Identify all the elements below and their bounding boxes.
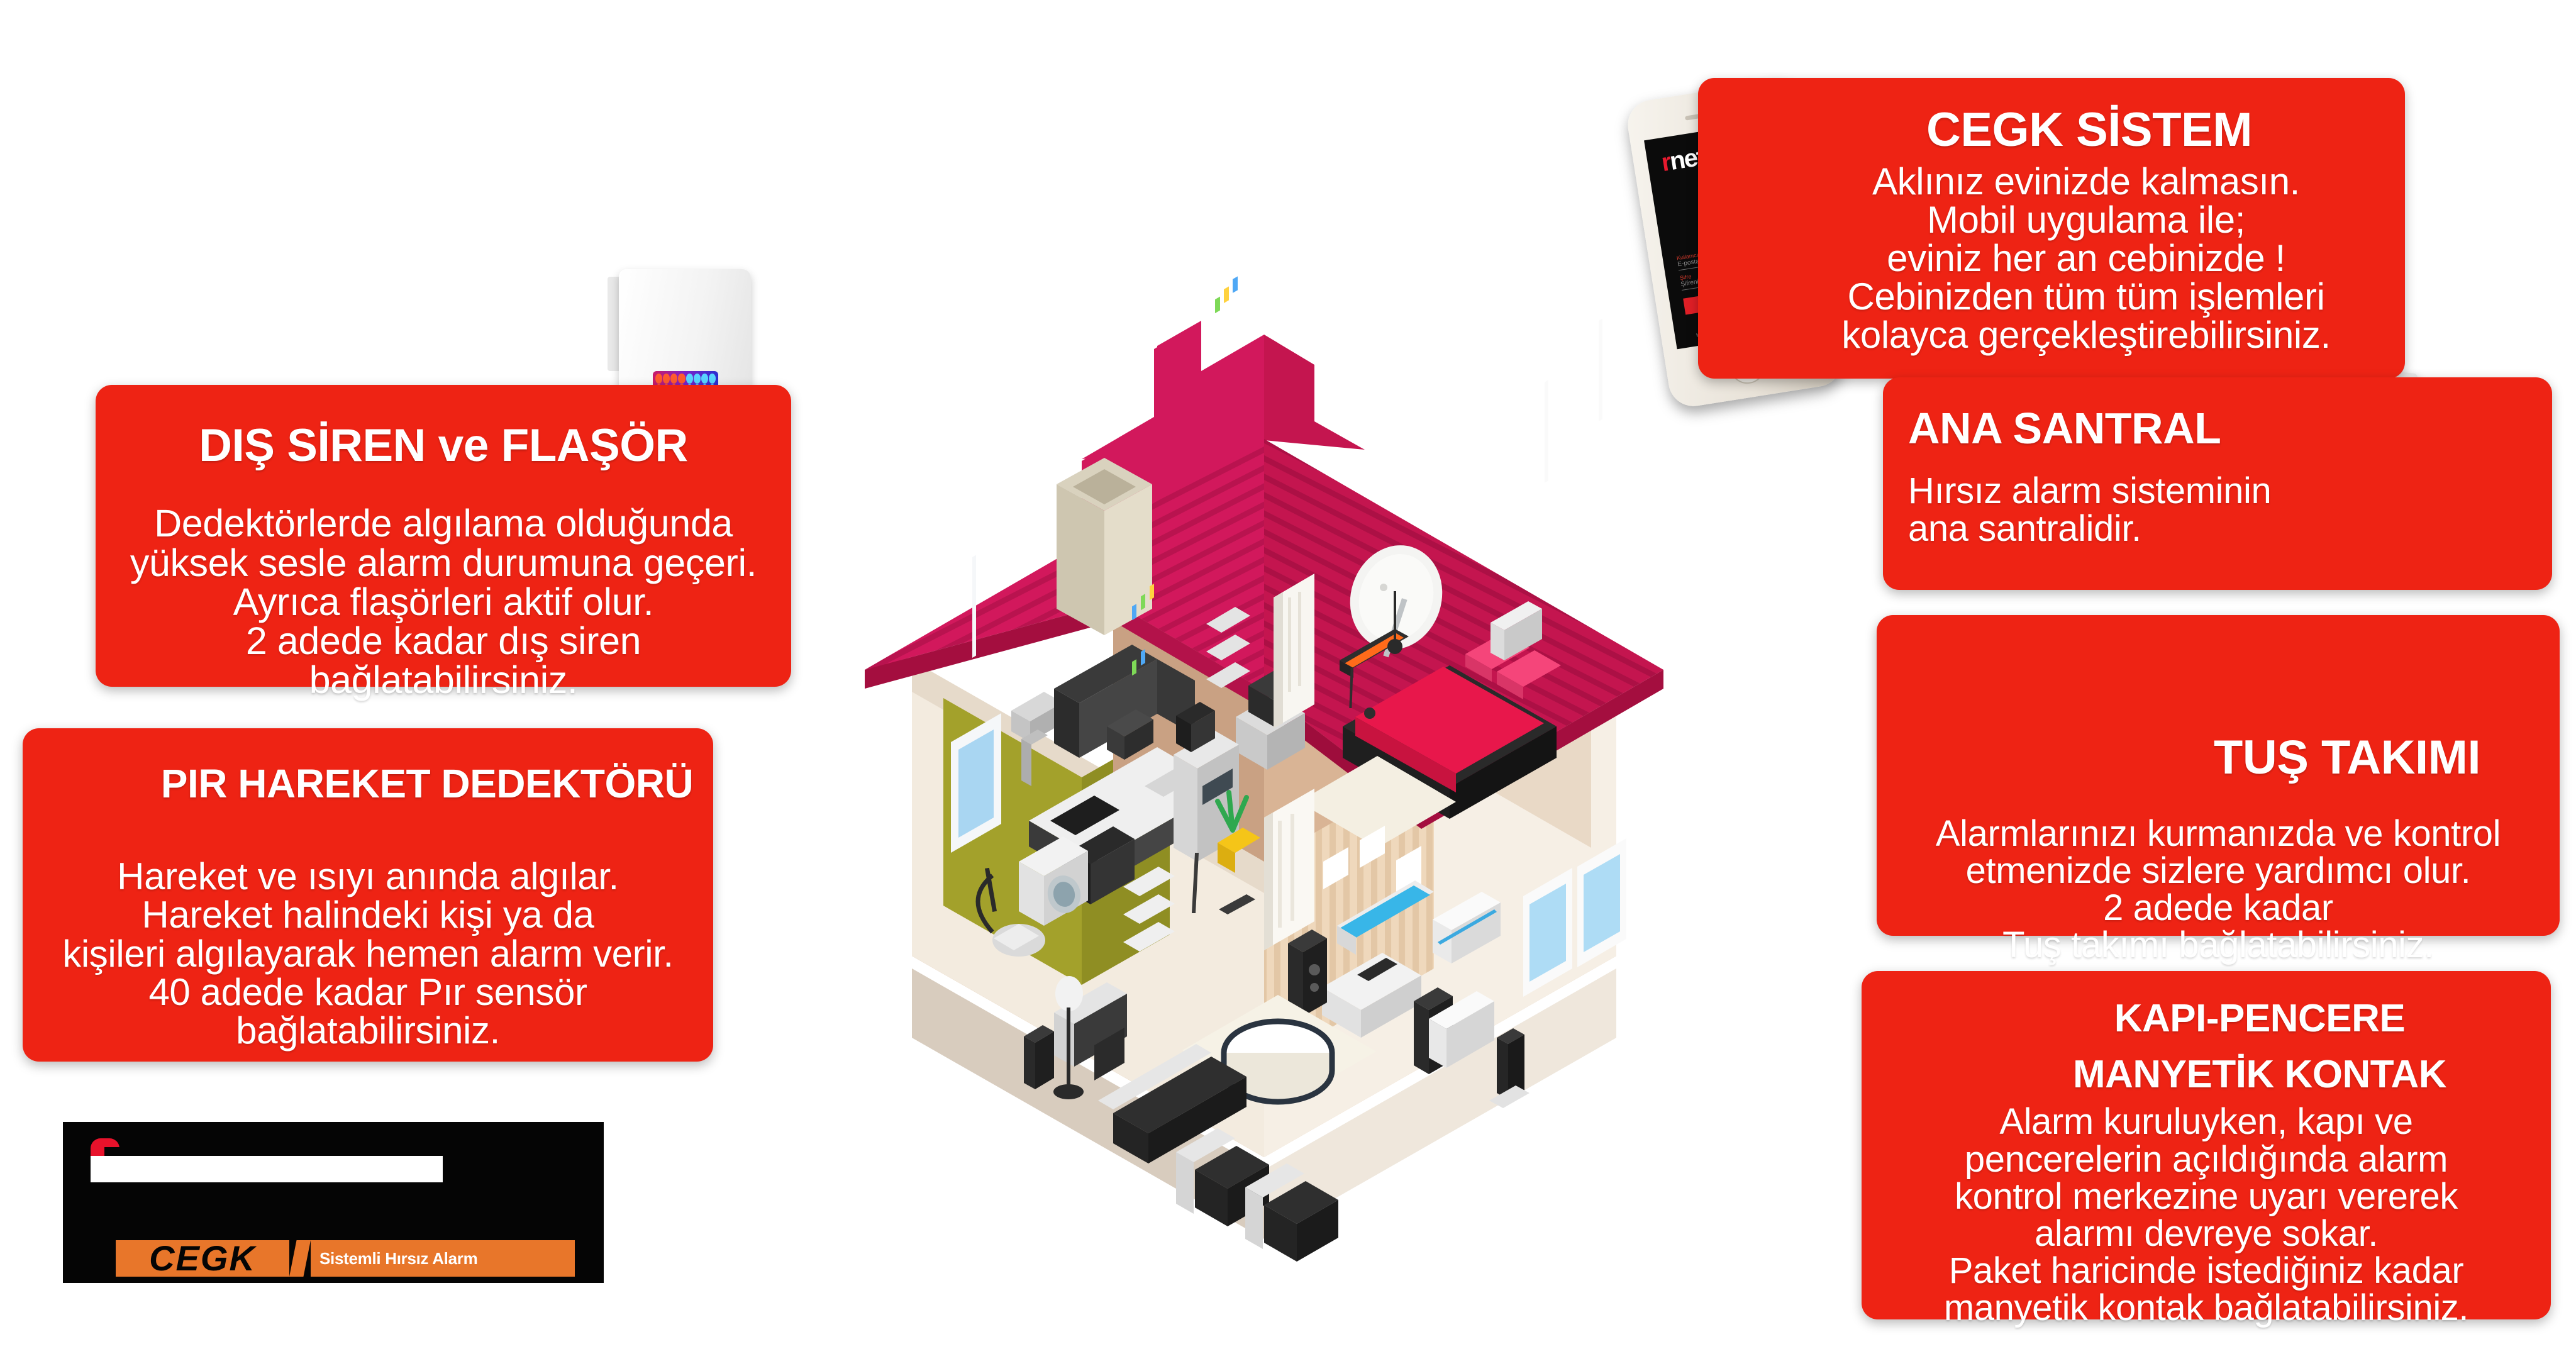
card-title: ANA SANTRAL <box>1908 404 2221 453</box>
logo-slash-icon <box>289 1240 311 1277</box>
card-cegk-system: CEGK SİSTEM Aklınız evinizde kalmasın. M… <box>1698 78 2405 379</box>
card-magnetic-contact: KAPI-PENCERE MANYETİK KONTAK Alarm kurul… <box>1862 971 2551 1326</box>
cegk-logo: CEGK Sistemli Hırsız Alarm <box>63 1122 604 1283</box>
card-body: Hareket ve ısıyı anında algılar. Hareket… <box>62 855 674 1052</box>
card-body: Alarm kuruluyken, kapı ve pencerelerin a… <box>1943 1101 2469 1329</box>
card-title-line1: KAPI-PENCERE <box>2114 997 2406 1040</box>
card-title: PIR HAREKET DEDEKTÖRÜ <box>160 761 694 806</box>
logo-cegk-text: CEGK <box>116 1240 289 1277</box>
card-body: Alarmlarınızı kurmanızda ve kontrol etme… <box>1935 813 2501 965</box>
card-title: DIŞ SİREN ve FLAŞÖR <box>199 420 688 471</box>
card-title: TUŞ TAKIMI <box>2213 731 2481 784</box>
card-main-panel: ANA SANTRAL Hırsız alarm sisteminin ana … <box>1883 377 2552 590</box>
logo-brand-bar <box>91 1156 443 1182</box>
card-outdoor-siren: DIŞ SİREN ve FLAŞÖR Dedektörlerde algıla… <box>96 385 791 699</box>
card-body: Hırsız alarm sisteminin ana santralidir. <box>1908 470 2272 549</box>
card-title-line2: MANYETİK KONTAK <box>2072 1053 2447 1097</box>
logo-bottom-bar: CEGK Sistemli Hırsız Alarm <box>116 1240 575 1277</box>
card-body: Dedektörlerde algılama olduğunda yüksek … <box>130 502 757 702</box>
card-body: Aklınız evinizde kalmasın. Mobil uygulam… <box>1841 160 2331 357</box>
card-keypad: TUŞ TAKIMI Alarmlarınızı kurmanızda ve k… <box>1877 615 2560 963</box>
isometric-house-illustration <box>679 157 1849 1352</box>
card-pir-detector: PIR HAREKET DEDEKTÖRÜ Hareket ve ısıyı a… <box>23 728 713 1062</box>
logo-tagline: Sistemli Hırsız Alarm <box>311 1240 575 1277</box>
card-title: CEGK SİSTEM <box>1926 103 2253 157</box>
